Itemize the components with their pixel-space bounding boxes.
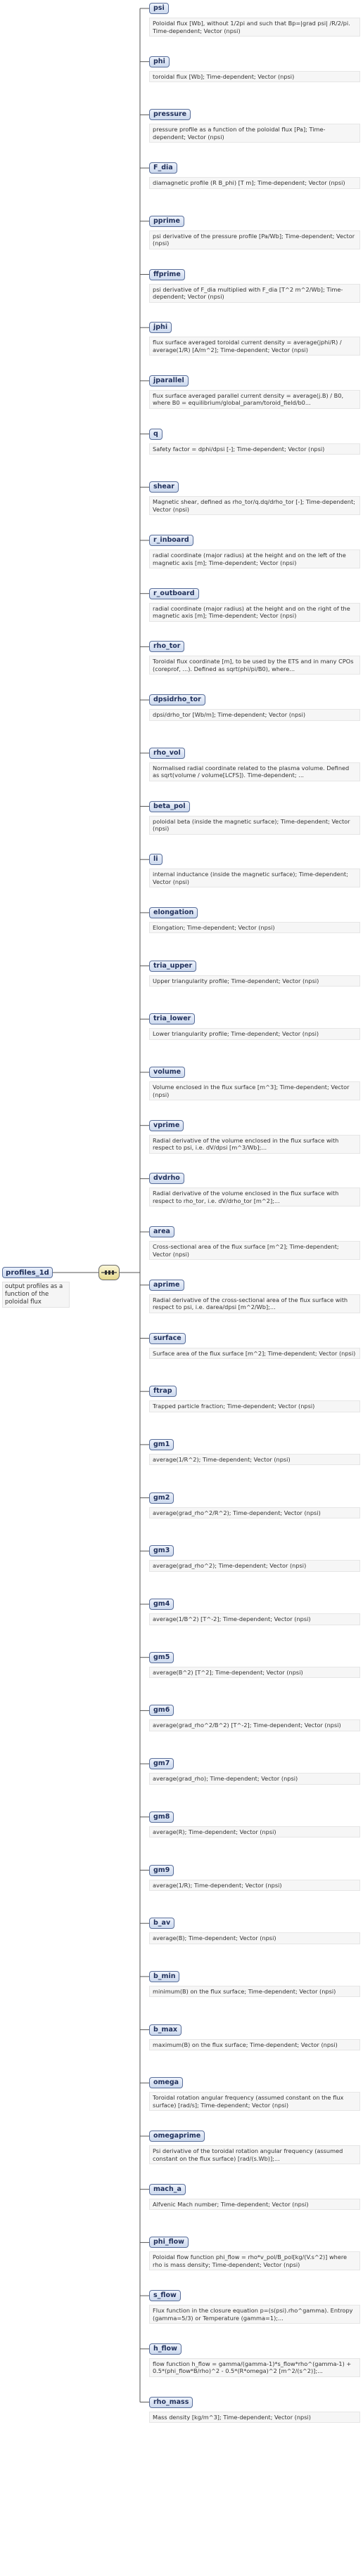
- element-documentation: diamagnetic profile (R B_phi) [T m]; Tim…: [149, 177, 360, 189]
- element-documentation: toroidal flux [Wb]; Time-dependent; Vect…: [149, 70, 360, 83]
- element-documentation: Volume enclosed in the flux surface [m^3…: [149, 1081, 360, 1100]
- element-documentation: average(1/R); Time-dependent; Vector (np…: [149, 1879, 360, 1891]
- element-documentation: average(R); Time-dependent; Vector (npsi…: [149, 1826, 360, 1838]
- element-documentation: average(grad_rho); Time-dependent; Vecto…: [149, 1773, 360, 1785]
- element-documentation: average(grad_rho^2/B^2) [T^-2]; Time-dep…: [149, 1719, 360, 1731]
- element-documentation: Flux function in the closure equation p=…: [149, 2305, 360, 2324]
- element-shear[interactable]: shear: [149, 481, 179, 493]
- sequence-icon: [101, 1270, 117, 1275]
- element-documentation: Magnetic shear, defined as rho_tor/q.dq/…: [149, 496, 360, 516]
- element-ftrap[interactable]: ftrap: [149, 1386, 177, 1398]
- element-q[interactable]: q: [149, 428, 163, 440]
- element-gm6[interactable]: gm6: [149, 1705, 174, 1717]
- element-documentation: Toroidal rotation angular frequency (ass…: [149, 2092, 360, 2112]
- element-documentation: Normalised radial coordinate related to …: [149, 762, 360, 781]
- root-element-profiles-1d[interactable]: profiles_1d: [2, 1267, 53, 1278]
- element-documentation: internal inductance (inside the magnetic…: [149, 869, 360, 888]
- element-documentation: Cross-sectional area of the flux surface…: [149, 1241, 360, 1261]
- element-documentation: average(1/B^2) [T^-2]; Time-dependent; V…: [149, 1613, 360, 1625]
- element-documentation: Poloidal flux [Wb], without 1/2pi and su…: [149, 18, 360, 37]
- element-documentation: Poloidal flow function phi_flow = rho*v_…: [149, 2251, 360, 2271]
- element-r-inboard[interactable]: r_inboard: [149, 535, 193, 546]
- element-omega[interactable]: omega: [149, 2077, 184, 2089]
- element-ffprime[interactable]: ffprime: [149, 268, 185, 280]
- element-psi[interactable]: psi: [149, 3, 169, 14]
- element-tria-upper[interactable]: tria_upper: [149, 960, 197, 972]
- element-documentation: Psi derivative of the toroidal rotation …: [149, 2145, 360, 2164]
- element-b-min[interactable]: b_min: [149, 1970, 180, 1982]
- element-pressure[interactable]: pressure: [149, 109, 191, 121]
- element-documentation: psi derivative of F_dia multiplied with …: [149, 283, 360, 303]
- element-tria-lower[interactable]: tria_lower: [149, 1013, 196, 1025]
- element-dvdrho[interactable]: dvdrho: [149, 1173, 184, 1185]
- element-b-max[interactable]: b_max: [149, 2024, 182, 2036]
- element-documentation: Mass density [kg/m^3]; Time-dependent; V…: [149, 2411, 360, 2423]
- element-rho-mass[interactable]: rho_mass: [149, 2396, 193, 2408]
- element-li[interactable]: li: [149, 854, 163, 866]
- element-dpsidrho-tor[interactable]: dpsidrho_tor: [149, 694, 205, 706]
- element-documentation: flux surface averaged parallel current d…: [149, 389, 360, 409]
- element-documentation: radial coordinate (major radius) at the …: [149, 602, 360, 622]
- element-documentation: average(B); Time-dependent; Vector (npsi…: [149, 1932, 360, 1944]
- element-documentation: Safety factor = dphi/dpsi [-]; Time-depe…: [149, 443, 360, 455]
- element-documentation: Lower triangularity profile; Time-depend…: [149, 1028, 360, 1040]
- element-b-av[interactable]: b_av: [149, 1918, 175, 1930]
- element-documentation: Trapped particle fraction; Time-dependen…: [149, 1400, 360, 1412]
- element-gm9[interactable]: gm9: [149, 1864, 174, 1876]
- element-jphi[interactable]: jphi: [149, 322, 172, 334]
- element-documentation: flow function h_flow = gamma/(gamma-1)*s…: [149, 2357, 360, 2377]
- element-documentation: Radial derivative of the volume enclosed…: [149, 1188, 360, 1207]
- element-gm8[interactable]: gm8: [149, 1811, 174, 1823]
- element-documentation: minimum(B) on the flux surface; Time-dep…: [149, 1985, 360, 1998]
- element-gm4[interactable]: gm4: [149, 1599, 174, 1610]
- element-documentation: Radial derivative of the cross-sectional…: [149, 1294, 360, 1313]
- element-beta-pol[interactable]: beta_pol: [149, 800, 190, 812]
- element-h-flow[interactable]: h_flow: [149, 2343, 182, 2355]
- element-documentation: psi derivative of the pressure profile […: [149, 230, 360, 249]
- element-elongation[interactable]: elongation: [149, 906, 198, 918]
- element-documentation: Radial derivative of the volume enclosed…: [149, 1134, 360, 1154]
- element-gm7[interactable]: gm7: [149, 1758, 174, 1770]
- element-documentation: dpsi/drho_tor [Wb/m]; Time-dependent; Ve…: [149, 709, 360, 721]
- element-documentation: poloidal beta (inside the magnetic surfa…: [149, 815, 360, 835]
- element-documentation: Surface area of the flux surface [m^2]; …: [149, 1347, 360, 1359]
- element-area[interactable]: area: [149, 1226, 174, 1238]
- element-gm1[interactable]: gm1: [149, 1438, 174, 1450]
- element-vprime[interactable]: vprime: [149, 1119, 184, 1131]
- element-documentation: maximum(B) on the flux surface; Time-dep…: [149, 2038, 360, 2051]
- element-rho-vol[interactable]: rho_vol: [149, 747, 185, 759]
- element-documentation: flux surface averaged toroidal current d…: [149, 337, 360, 356]
- element-documentation: Elongation; Time-dependent; Vector (npsi…: [149, 921, 360, 934]
- element-pprime[interactable]: pprime: [149, 215, 184, 227]
- element-gm5[interactable]: gm5: [149, 1651, 174, 1663]
- root-element-documentation: output profiles as a function of the pol…: [2, 1282, 70, 1308]
- element-phi[interactable]: phi: [149, 56, 170, 67]
- element-documentation: Toroidal flux coordinate [m], to be used…: [149, 656, 360, 675]
- element-gm3[interactable]: gm3: [149, 1545, 174, 1557]
- element-r-outboard[interactable]: r_outboard: [149, 587, 199, 599]
- element-mach-a[interactable]: mach_a: [149, 2183, 186, 2195]
- element-documentation: average(grad_rho^2/R^2); Time-dependent;…: [149, 1507, 360, 1519]
- element-surface[interactable]: surface: [149, 1332, 186, 1344]
- element-documentation: average(1/R^2); Time-dependent; Vector (…: [149, 1453, 360, 1466]
- element-s-flow[interactable]: s_flow: [149, 2290, 181, 2302]
- element-documentation: Upper triangularity profile; Time-depend…: [149, 975, 360, 987]
- element-rho-tor[interactable]: rho_tor: [149, 641, 185, 653]
- element-volume[interactable]: volume: [149, 1067, 186, 1078]
- element-documentation: Alfvenic Mach number; Time-dependent; Ve…: [149, 2198, 360, 2211]
- element-gm2[interactable]: gm2: [149, 1492, 174, 1504]
- element-f-dia[interactable]: F_dia: [149, 162, 177, 174]
- element-jparallel[interactable]: jparallel: [149, 375, 189, 386]
- sequence-compositor[interactable]: [98, 1265, 120, 1280]
- element-documentation: average(B^2) [T^2]; Time-dependent; Vect…: [149, 1666, 360, 1679]
- element-aprime[interactable]: aprime: [149, 1279, 184, 1291]
- element-documentation: average(grad_rho^2); Time-dependent; Vec…: [149, 1560, 360, 1572]
- element-documentation: radial coordinate (major radius) at the …: [149, 549, 360, 568]
- element-phi-flow[interactable]: phi_flow: [149, 2237, 189, 2249]
- element-documentation: pressure profile as a function of the po…: [149, 124, 360, 143]
- element-omegaprime[interactable]: omegaprime: [149, 2131, 205, 2142]
